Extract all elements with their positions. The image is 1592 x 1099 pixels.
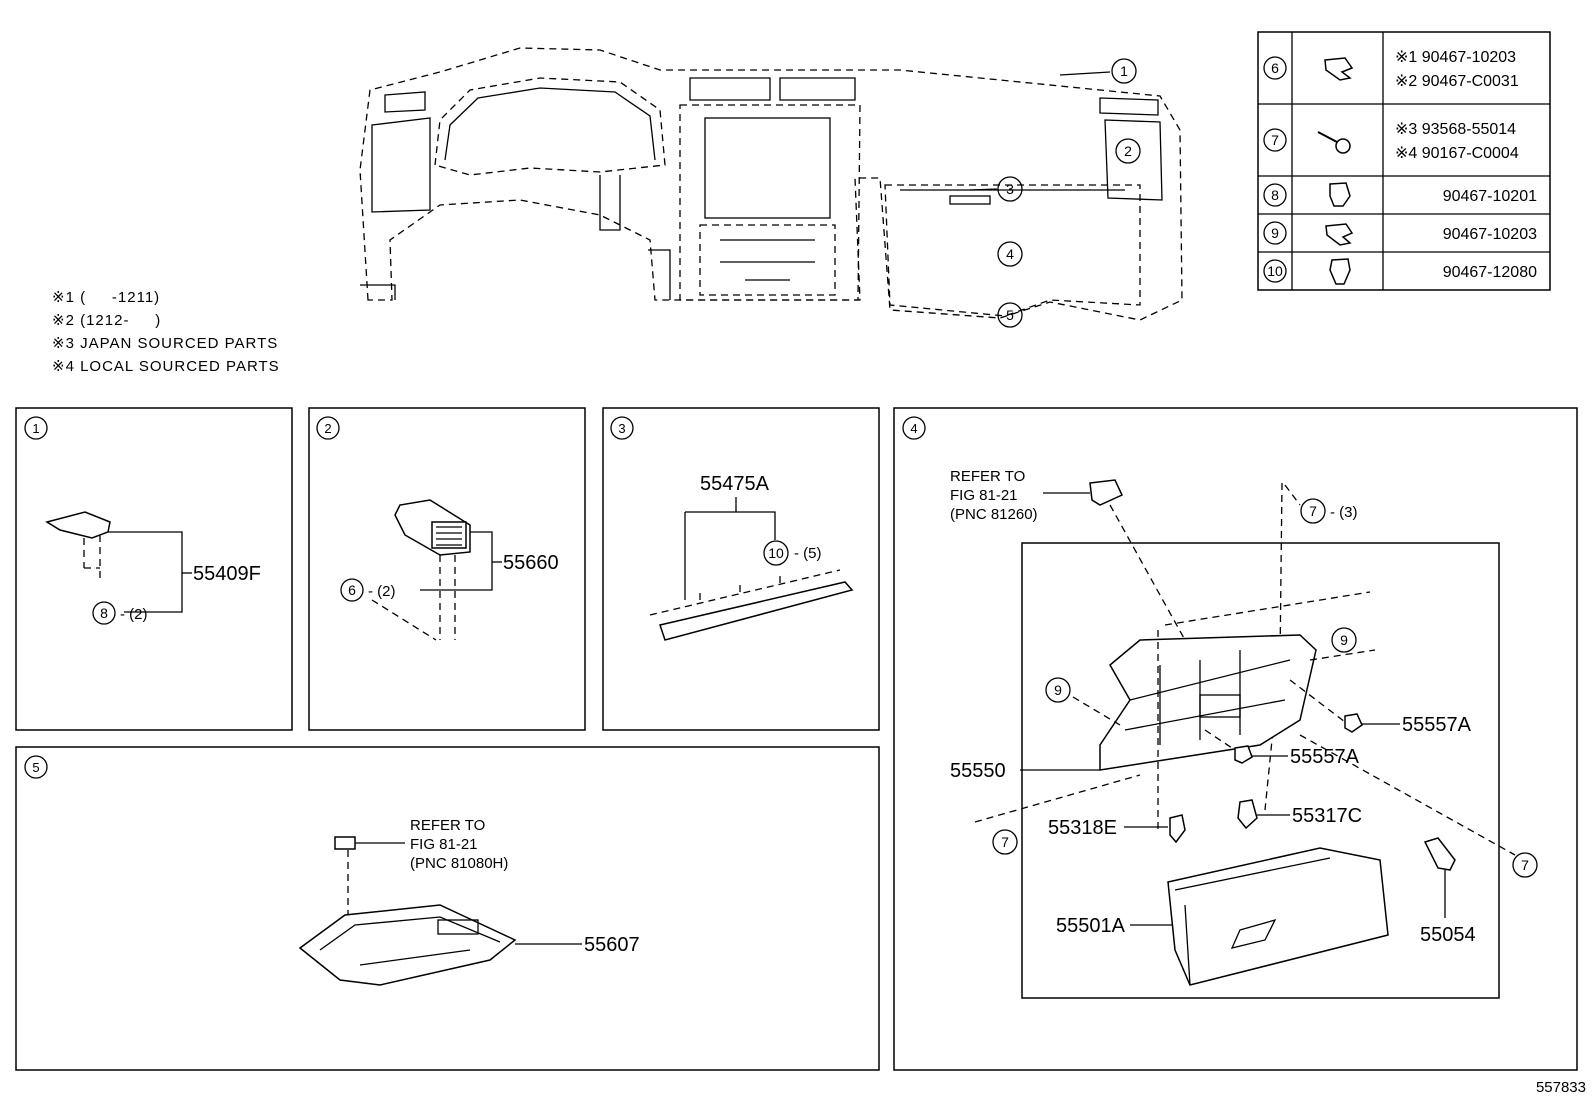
svg-text:9: 9 (1340, 632, 1348, 648)
svg-text:7: 7 (1001, 834, 1009, 850)
svg-text:※2 90467-C0031: ※2 90467-C0031 (1395, 73, 1519, 90)
clip-icon (1329, 258, 1351, 285)
part-label: 55409F (193, 563, 261, 585)
part-55660 (394, 499, 471, 556)
svg-text:2: 2 (1124, 143, 1132, 159)
svg-text:- (3): - (3) (1330, 504, 1358, 521)
overview-callout-5: 5 (997, 302, 1023, 328)
part-label: 55607 (584, 934, 640, 956)
svg-text:9: 9 (1054, 682, 1062, 698)
svg-text:FIG 81-21: FIG 81-21 (410, 836, 478, 853)
table-row: 10 90467-12080 (1263, 258, 1537, 285)
note-2: ※2 (1212- ) (52, 312, 161, 329)
overview-callout-1: 1 (1059, 58, 1137, 84)
part-label: 55317C (1292, 805, 1362, 827)
detail-panel-4: 4 REFER TO FIG 81-21 (PNC 81260) 7 - (3)… (893, 407, 1578, 1071)
note-1: ※1 ( -1211) (52, 289, 160, 306)
overview-callout-3: 3 (969, 176, 1023, 202)
svg-text:90467-10203: 90467-10203 (1443, 226, 1537, 243)
svg-text:1: 1 (32, 421, 39, 436)
svg-text:8: 8 (100, 605, 108, 621)
svg-text:REFER TO: REFER TO (410, 817, 485, 834)
svg-text:90467-10201: 90467-10201 (1443, 188, 1537, 205)
instrument-panel-overview (359, 47, 1183, 321)
svg-text:※1 90467-10203: ※1 90467-10203 (1395, 49, 1516, 66)
overview-callout-4: 4 (997, 241, 1023, 267)
part-55550 (1099, 634, 1317, 771)
svg-text:5: 5 (1006, 307, 1014, 323)
note-3: ※3 JAPAN SOURCED PARTS (52, 335, 278, 352)
detail-panel-1: 1 55409F 8 - (2) (15, 407, 293, 731)
part-55409F (45, 511, 111, 539)
svg-text:6: 6 (348, 582, 356, 598)
table-row: 7 ※3 93568-55014 ※4 90167-C0004 (1263, 121, 1519, 162)
detail-panel-5: 5 REFER TO FIG 81-21 (PNC 81080H) 55607 (15, 746, 880, 1071)
svg-text:8: 8 (1271, 187, 1279, 203)
svg-text:REFER TO: REFER TO (950, 468, 1025, 485)
clip-icon (1325, 223, 1354, 246)
svg-text:9: 9 (1271, 225, 1279, 241)
svg-text:10: 10 (1267, 263, 1283, 279)
svg-text:5: 5 (32, 760, 39, 775)
svg-text:※4 90167-C0004: ※4 90167-C0004 (1395, 145, 1519, 162)
svg-text:※3 93568-55014: ※3 93568-55014 (1395, 121, 1516, 138)
svg-text:- (2): - (2) (368, 583, 396, 600)
svg-text:2: 2 (324, 421, 331, 436)
table-row: 9 90467-10203 (1263, 221, 1537, 246)
detail-panel-3: 3 55475A 10 - (5) (602, 407, 880, 731)
part-label: 55557A (1290, 746, 1360, 768)
detail-panel-2: 2 55660 6 - (2) (308, 407, 586, 731)
svg-text:10: 10 (768, 545, 784, 561)
part-label: 55557A (1402, 714, 1472, 736)
svg-text:90467-12080: 90467-12080 (1443, 264, 1537, 281)
svg-text:- (2): - (2) (120, 606, 148, 623)
svg-text:4: 4 (1006, 246, 1014, 262)
svg-text:1: 1 (1120, 63, 1128, 79)
part-label: 55660 (503, 552, 559, 574)
part-label: 55501A (1056, 915, 1126, 937)
overview-callout-2: 2 (1115, 138, 1141, 164)
clip-icon (1324, 57, 1354, 81)
svg-text:- (5): - (5) (794, 545, 822, 562)
screw-icon (1317, 131, 1351, 154)
svg-text:3: 3 (618, 421, 625, 436)
svg-text:7: 7 (1521, 857, 1529, 873)
part-label: 55318E (1048, 817, 1117, 839)
part-55607 (298, 904, 517, 986)
part-label: 55475A (700, 473, 770, 495)
note-4: ※4 LOCAL SOURCED PARTS (52, 358, 280, 375)
footnotes: ※1 ( -1211) ※2 (1212- ) ※3 JAPAN SOURCED… (52, 289, 280, 375)
part-55475A (659, 581, 854, 641)
figure-id: 557833 (1536, 1079, 1586, 1096)
part-label: 55550 (950, 760, 1006, 782)
svg-text:3: 3 (1006, 181, 1014, 197)
clip-icon (1329, 182, 1351, 207)
svg-text:6: 6 (1271, 60, 1279, 76)
svg-text:4: 4 (910, 421, 917, 436)
svg-text:(PNC 81260): (PNC 81260) (950, 506, 1038, 523)
svg-text:7: 7 (1309, 503, 1317, 519)
table-row: 6 ※1 90467-10203 ※2 90467-C0031 (1263, 49, 1519, 90)
part-label: 55054 (1420, 924, 1476, 946)
table-row: 8 90467-10201 (1263, 182, 1537, 207)
part-55501A (1167, 847, 1389, 986)
fastener-table: 6 ※1 90467-10203 ※2 90467-C0031 7 ※3 935… (1257, 31, 1551, 291)
svg-text:7: 7 (1271, 132, 1279, 148)
svg-text:(PNC 81080H): (PNC 81080H) (410, 855, 508, 872)
svg-text:FIG 81-21: FIG 81-21 (950, 487, 1018, 504)
